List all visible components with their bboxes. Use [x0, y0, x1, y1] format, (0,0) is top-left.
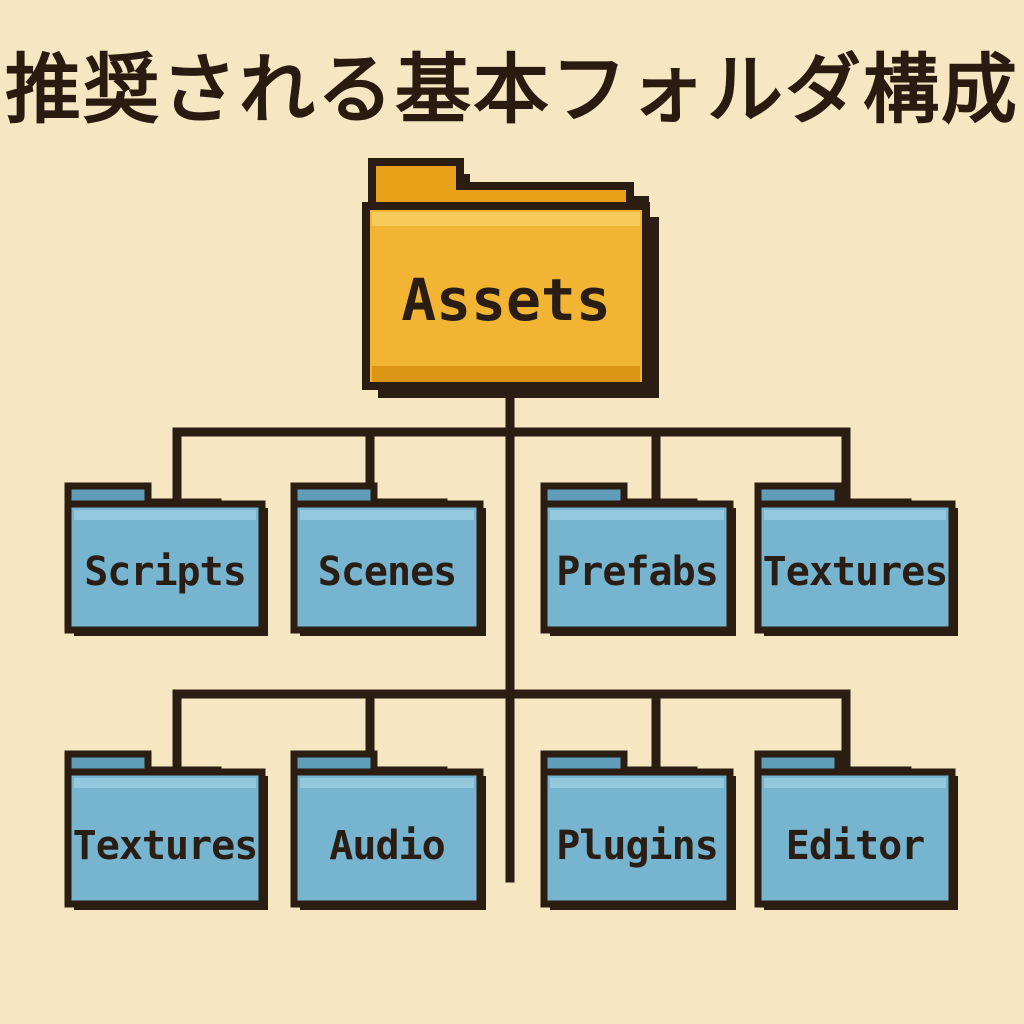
folder-body: [64, 768, 266, 908]
tree-connectors: [172, 387, 851, 883]
page-title: 推奨される基本フォルダ構成: [5, 45, 1019, 134]
folder-highlight: [550, 510, 724, 520]
textures-folder-label: Textures: [762, 549, 949, 595]
assets-folder-bottom-shade: [372, 366, 640, 382]
folder-body: [540, 768, 734, 908]
scenes-folder-label: Scenes: [317, 549, 458, 595]
folder-highlight: [550, 778, 724, 788]
plugins-folder-label: Plugins: [556, 823, 719, 869]
folder-body: [754, 500, 956, 634]
folder-highlight: [300, 510, 474, 520]
folder-body: [540, 500, 734, 634]
prefabs-folder-icon: [540, 482, 736, 636]
folder-highlight: [764, 510, 946, 520]
textures-folder-label: Textures: [72, 823, 259, 869]
prefabs-folder-label: Prefabs: [556, 549, 719, 595]
textures-folder-icon: [754, 482, 958, 636]
assets-folder-highlight: [372, 212, 640, 226]
folder-highlight: [74, 510, 256, 520]
plugins-folder-icon: [540, 750, 736, 910]
folder-body: [64, 500, 266, 634]
folder-body: [290, 768, 484, 908]
audio-folder-label: Audio: [329, 823, 445, 869]
assets-folder-icon: [362, 158, 659, 398]
scripts-folder-icon: [64, 482, 268, 636]
editor-folder-icon: [754, 750, 958, 910]
assets-folder-label: Assets: [401, 266, 611, 334]
audio-folder-icon: [290, 750, 486, 910]
folder-body: [754, 768, 956, 908]
folder-highlight: [300, 778, 474, 788]
editor-folder-label: Editor: [785, 823, 926, 869]
scenes-folder-icon: [290, 482, 486, 636]
folder-highlight: [74, 778, 256, 788]
textures-folder-icon: [64, 750, 268, 910]
folder-body: [290, 500, 484, 634]
assets-folder-body: [362, 202, 650, 390]
folder-highlight: [764, 778, 946, 788]
scripts-folder-label: Scripts: [84, 549, 247, 595]
